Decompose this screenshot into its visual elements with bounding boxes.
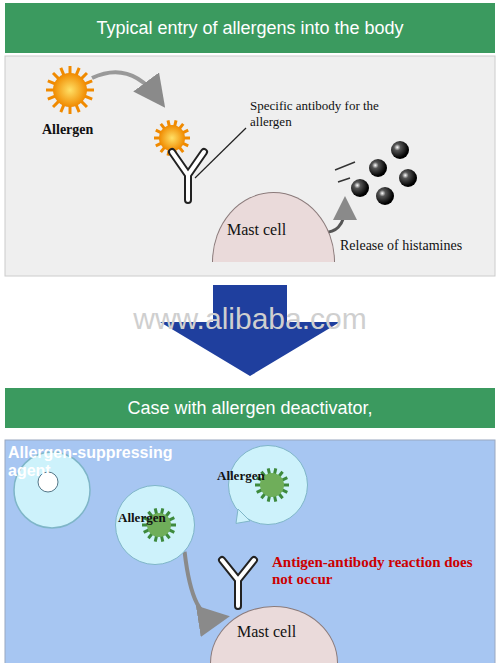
panel (5, 440, 495, 663)
node-label: Allergen (118, 510, 166, 526)
antibody (172, 152, 204, 200)
release-label: Release of histamines (340, 238, 490, 254)
curved-arrow (185, 552, 218, 618)
warning-note: Antigen-antibody reaction does not occur (272, 554, 487, 588)
header-band: Case with allergen deactivator, (5, 388, 495, 428)
header-band: Typical entry of allergens into the body (5, 3, 495, 53)
node-label: Allergen (217, 468, 265, 484)
capsule-circle: Allergen (115, 485, 195, 565)
allergen-label: Allergen (42, 122, 122, 138)
band-heading: Case with allergen deactivator, (127, 398, 372, 419)
capsule-circle: Allergen (228, 445, 308, 525)
allergen-icon (46, 66, 94, 114)
curved-arrow (92, 72, 158, 98)
band-heading: Typical entry of allergens into the body (96, 18, 403, 39)
histamine-balls (335, 141, 417, 205)
panel (5, 56, 495, 276)
antibody-label: Specific antibody for the allergen (250, 98, 395, 130)
node-label: Mast cell (237, 623, 296, 641)
leader-line (195, 128, 246, 178)
antibody (222, 560, 254, 606)
allergen-icon (228, 445, 308, 525)
node-label: Mast cell (227, 221, 286, 239)
agent-label: Allergen-suppressing agent (8, 444, 218, 480)
watermark: www.alibaba.com (60, 302, 440, 336)
